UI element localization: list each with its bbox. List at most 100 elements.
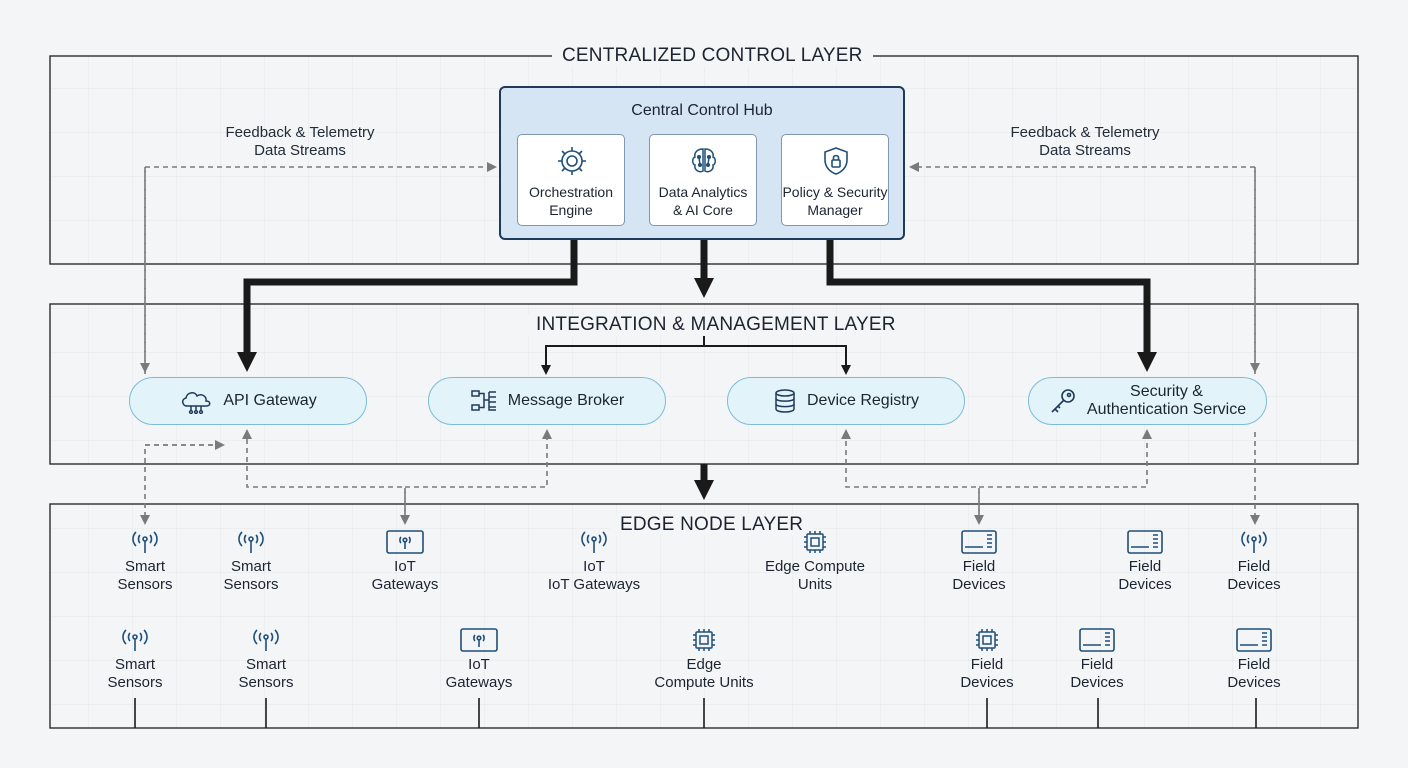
feedback-note-right-line2: Data Streams bbox=[1039, 142, 1131, 159]
chip-icon bbox=[976, 629, 998, 651]
module-line1: Data Analytics bbox=[658, 184, 748, 200]
device-line2: Devices bbox=[1070, 674, 1124, 691]
edge-device-edge-compute-units[interactable]: Edge Compute Units bbox=[755, 530, 875, 594]
hub-title: Central Control Hub bbox=[631, 102, 773, 119]
edge-device-iot-gateways[interactable]: IoT Gateways bbox=[419, 628, 539, 692]
device-line1: Smart bbox=[230, 558, 271, 575]
gateways-feedback-left bbox=[242, 429, 406, 520]
arrow-hub-to-security-service bbox=[826, 240, 1157, 372]
service-line1: API Gateway bbox=[223, 392, 317, 409]
device-line2: Sensors bbox=[238, 674, 294, 691]
feedback-note-right-line1: Feedback & Telemetry bbox=[1010, 124, 1160, 141]
device-registry-service[interactable]: Device Registry bbox=[727, 377, 965, 425]
message-broker-service[interactable]: Message Broker bbox=[428, 377, 666, 425]
module-line2: Manager bbox=[807, 202, 863, 218]
edge-device-field-devices[interactable]: Field Devices bbox=[1194, 530, 1314, 594]
device-line1: Smart bbox=[124, 558, 165, 575]
security-authentication-service[interactable]: Security & Authentication Service bbox=[1028, 377, 1267, 425]
brain-icon bbox=[692, 148, 716, 173]
gear-icon bbox=[558, 147, 586, 175]
device-line2: Sensors bbox=[223, 576, 279, 593]
device-line2: Devices bbox=[952, 576, 1006, 593]
device-line2: Devices bbox=[1227, 576, 1281, 593]
field-device-icon bbox=[1127, 530, 1163, 554]
module-line2: & AI Core bbox=[673, 202, 733, 218]
device-line1: Field bbox=[1237, 558, 1271, 575]
device-line2: Sensors bbox=[117, 576, 173, 593]
device-line2: Gateways bbox=[445, 674, 513, 691]
api-gateway-service[interactable]: API Gateway bbox=[129, 377, 367, 425]
device-line2: Sensors bbox=[107, 674, 163, 691]
chip-icon bbox=[804, 531, 826, 553]
antenna-icon bbox=[253, 629, 279, 651]
device-line1: Field bbox=[1237, 656, 1271, 673]
edge-device-field-devices[interactable]: Field Devices bbox=[919, 530, 1039, 594]
feedback-note-left: Feedback & Telemetry Data Streams bbox=[200, 124, 400, 160]
edge-device-smart-sensors[interactable]: Smart Sensors bbox=[191, 530, 311, 594]
service-line1: Device Registry bbox=[806, 392, 920, 409]
edge-device-field-devices[interactable]: Field Devices bbox=[1194, 628, 1314, 692]
device-line1: Edge bbox=[686, 656, 722, 673]
feedback-note-left-line2: Data Streams bbox=[254, 142, 346, 159]
device-line2: IoT Gateways bbox=[547, 576, 641, 593]
edge-device-field-devices[interactable]: Field Devices bbox=[927, 628, 1047, 692]
orchestration-engine-label: Orchestration Engine bbox=[518, 183, 624, 219]
device-line1: IoT bbox=[468, 656, 490, 673]
edge-layer-title: EDGE NODE LAYER bbox=[610, 514, 814, 536]
edge-device-edge-compute-units[interactable]: Edge Compute Units bbox=[644, 628, 764, 692]
field-device-icon bbox=[961, 530, 997, 554]
device-line1: IoT bbox=[583, 558, 605, 575]
policy-security-label: Policy & Security Manager bbox=[782, 183, 888, 219]
orchestration-engine-module[interactable]: Orchestration Engine bbox=[517, 134, 625, 226]
chip-icon bbox=[693, 629, 715, 651]
cloud-network-icon bbox=[182, 392, 211, 414]
device-line1: IoT bbox=[394, 558, 416, 575]
database-icon bbox=[775, 389, 795, 413]
gateway-icon bbox=[386, 530, 424, 554]
device-line2: Compute Units bbox=[654, 674, 754, 691]
arrow-hub-to-api-gateway bbox=[237, 240, 578, 372]
device-line1: Field bbox=[962, 558, 996, 575]
field-feedback-right bbox=[841, 429, 980, 520]
layer-edge-frame bbox=[49, 503, 1359, 729]
edge-device-iot-gateways[interactable]: IoT Gateways bbox=[345, 530, 465, 594]
service-line1: Message Broker bbox=[507, 392, 625, 409]
module-line1: Policy & Security bbox=[782, 184, 888, 200]
edge-device-field-devices[interactable]: Field Devices bbox=[1037, 628, 1157, 692]
security-authentication-label: Security & Authentication Service bbox=[1087, 383, 1246, 419]
device-line1: Field bbox=[970, 656, 1004, 673]
data-analytics-label: Data Analytics & AI Core bbox=[650, 183, 756, 219]
device-line1: Field bbox=[1080, 656, 1114, 673]
device-line2: Devices bbox=[1227, 674, 1281, 691]
device-registry-label: Device Registry bbox=[807, 392, 919, 410]
edge-device-field-devices[interactable]: Field Devices bbox=[1085, 530, 1205, 594]
edge-device-smart-sensors[interactable]: Smart Sensors bbox=[206, 628, 326, 692]
module-line2: Engine bbox=[549, 202, 593, 218]
device-line2: Units bbox=[797, 576, 833, 593]
data-analytics-ai-core-module[interactable]: Data Analytics & AI Core bbox=[649, 134, 757, 226]
integration-layer-title: INTEGRATION & MANAGEMENT LAYER bbox=[526, 314, 906, 336]
antenna-icon bbox=[1241, 531, 1267, 553]
control-layer-title: CENTRALIZED CONTROL LAYER bbox=[552, 45, 873, 67]
device-line1: Edge Compute bbox=[764, 558, 866, 575]
field-device-icon bbox=[1079, 628, 1115, 652]
device-line2: Devices bbox=[960, 674, 1014, 691]
antenna-icon bbox=[122, 629, 148, 651]
module-line1: Orchestration bbox=[528, 184, 614, 200]
edge-device-iot-gateways[interactable]: IoT IoT Gateways bbox=[534, 530, 654, 594]
antenna-icon bbox=[132, 531, 158, 553]
policy-security-manager-module[interactable]: Policy & Security Manager bbox=[781, 134, 889, 226]
central-control-hub[interactable]: Central Control Hub Orchestration Engine bbox=[499, 86, 905, 240]
feedback-note-left-line1: Feedback & Telemetry bbox=[225, 124, 375, 141]
device-line1: Field bbox=[1128, 558, 1162, 575]
edge-device-smart-sensors[interactable]: Smart Sensors bbox=[85, 530, 205, 594]
edge-device-smart-sensors[interactable]: Smart Sensors bbox=[75, 628, 195, 692]
device-line2: Devices bbox=[1118, 576, 1172, 593]
gateway-icon bbox=[460, 628, 498, 652]
feedback-dashed-lines bbox=[140, 162, 1260, 525]
shield-lock-icon bbox=[824, 147, 848, 175]
service-line1: Security & bbox=[1130, 383, 1203, 400]
edge-bottom-connectors bbox=[134, 698, 1257, 728]
device-line1: Smart bbox=[245, 656, 286, 673]
